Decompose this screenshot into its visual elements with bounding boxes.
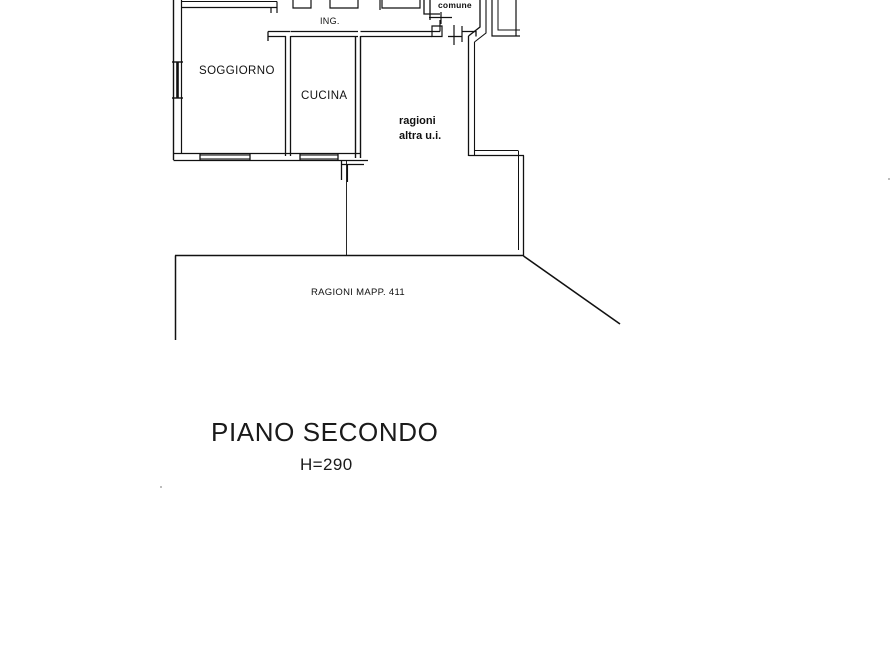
page-title: PIANO SECONDO: [211, 417, 439, 447]
scan-artifact-dot-right: [888, 178, 890, 180]
scan-artifact-dot: [160, 486, 162, 488]
room-label-soggiorno: SOGGIORNO: [199, 65, 275, 77]
annotation-ragioni-altra-ui: ragioni altra u.i.: [399, 114, 441, 144]
room-label-cucina: CUCINA: [301, 90, 348, 102]
interior-walls: [267, 0, 477, 158]
outer-walls: [172, 0, 368, 162]
room-label-ingresso: ING.: [320, 16, 340, 26]
lower-court-walls: [340, 160, 364, 256]
annotation-ragioni-altra-ui-line2: altra u.i.: [399, 130, 442, 142]
annotation-comune: comune: [438, 0, 472, 10]
top-openings: [292, 0, 421, 10]
adjacent-unit-walls: [467, 0, 525, 256]
ceiling-height-note: H=290: [300, 455, 353, 474]
annotation-ragioni-altra-ui-line1: ragioni: [399, 115, 436, 127]
annotation-ragioni-mapp-411: RAGIONI MAPP. 411: [311, 287, 405, 298]
property-boundary: [174, 254, 621, 340]
